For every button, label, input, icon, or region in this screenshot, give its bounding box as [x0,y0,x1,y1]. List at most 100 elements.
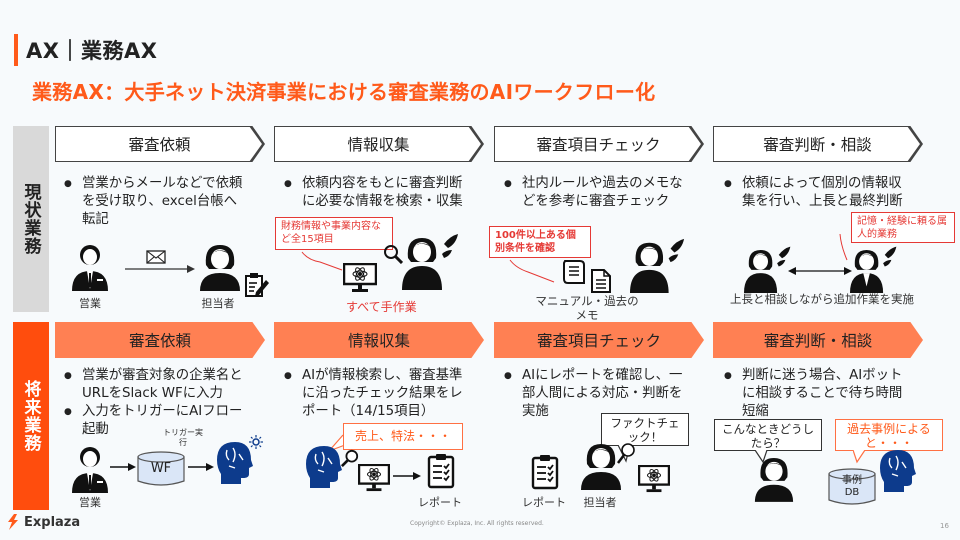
salesperson-icon [70,445,110,493]
label-staff: 担当者 [583,496,617,509]
magnifier-icon [617,442,635,464]
brand-name: Explaza [24,514,81,530]
callout-pointer-line [301,251,343,271]
staff-female-icon [846,245,902,293]
step-title: 審査項目チェック [495,127,701,161]
current-step-3-header: 審査項目チェック [494,126,704,162]
current-step-2-bullets: 依頼内容をもとに審査判断に必要な情報を検索・収集 [280,175,470,211]
step-title: 審査判断・相談 [713,322,923,358]
arrow-right [110,463,136,471]
bullet-item: 社内ルールや過去のメモなどを参考に審査チェック [500,175,690,211]
bullet-item: 営業が審査対象の企業名とURLをSlack WFに入力 [60,367,255,403]
magnifier-icon [341,449,359,467]
brand-logo: Explaza [6,514,80,530]
label-sales: 営業 [79,496,101,509]
row-label-future-text: 将来業務 [20,380,41,452]
gear-spark-icon [249,435,263,449]
callout-tacit-knowledge: 記憶・経験に頼る属人的業務 [851,212,955,243]
label-sales: 営業 [79,297,101,310]
ai-head-icon [213,440,253,484]
stressed-staff-icon [628,237,688,293]
callout-hundred-conditions: 100件以上ある個別条件を確認 [489,226,591,258]
scroll-manual-icon [562,259,586,287]
db-label: 事例DB [842,475,862,498]
future-step-4-bullets: 判断に迷う場合、AIボットに相談することで待ち時間短縮 [720,367,915,421]
bubble-text: 売上、特法・・・ [343,423,463,450]
report-clipboard-icon [427,453,455,489]
current-step-1-header: 審査依頼 [55,126,265,162]
label-consult-supervisor: 上長と相談しながら追加作業を実施 [730,292,914,306]
step-title: 審査項目チェック [494,322,704,358]
label-manual-memo: マニュアル・過去のメモ [535,294,639,322]
bubble-tail [755,450,768,464]
bubble-tail [853,450,866,464]
supervisor-icon [740,245,796,293]
row-label-current: 現状業務 [13,126,49,312]
stressed-staff-icon [400,232,462,290]
ai-speech-bubble: 売上、特法・・・ [329,423,463,452]
computer-monitor-icon [638,465,670,493]
current-step-1-bullets: 営業からメールなどで依頼を受け取り、excel台帳へ転記 [60,175,250,229]
two-way-arrow [788,267,852,275]
step-title: 情報収集 [274,322,484,358]
case-database-icon [828,468,876,506]
callout-fifteen-items: 財務情報や事業内容など全15項目 [275,217,393,250]
step-title: 審査依頼 [56,127,262,161]
current-step-4-header: 審査判断・相談 [713,126,923,162]
future-step-4-header: 審査判断・相談 [713,322,923,358]
manual-work-note: すべて手作業 [346,300,417,314]
bullet-item: 依頼内容をもとに審査判断に必要な情報を検索・収集 [280,175,470,211]
callout-pointer-line [839,233,848,261]
bullet-item: AIにレポートを確認し、一部人間による対応・判断を実施 [500,367,695,421]
email-arrow-icon [125,250,195,274]
computer-monitor-icon [343,263,377,293]
label-report: レポート [418,496,462,509]
arrow-right [393,472,421,480]
staff-female-icon [579,440,623,492]
current-step-4-bullets: 依頼によって個別の情報収集を行い、上長と最終判断 [720,175,910,211]
report-clipboard-icon [531,454,559,490]
row-label-future: 将来業務 [13,322,49,510]
bullet-item: AIが情報検索し、審査基準に沿ったチェック結果をレポート（14/15項目） [280,367,475,421]
slack-workflow-db-icon [137,451,185,487]
user-question-bubble: こんなときどうしたら？ [714,419,822,451]
explaza-logo-icon [8,514,18,530]
arrow-right [188,463,214,471]
trigger-label: トリガー実行 [163,428,203,447]
bullet-item: 依頼によって個別の情報収集を行い、上長と最終判断 [720,175,910,211]
bullet-item: 営業からメールなどで依頼を受け取り、excel台帳へ転記 [60,175,250,229]
bullet-item: 判断に迷う場合、AIボットに相談することで待ち時間短縮 [720,367,915,421]
title-accent-bar [14,34,18,66]
future-step-1-header: 審査依頼 [55,322,265,358]
future-step-1-bullets: 営業が審査対象の企業名とURLをSlack WFに入力 入力をトリガーにAIフロ… [60,367,255,439]
future-step-3-bullets: AIにレポートを確認し、一部人間による対応・判断を実施 [500,367,695,421]
staff-female-icon [753,455,795,503]
page-subtitle: 業務AX：大手ネット決済事業における審査業務のAIワークフロー化 [32,80,656,104]
wf-label: WF [150,461,172,476]
current-step-3-bullets: 社内ルールや過去のメモなどを参考に審査チェック [500,175,690,211]
staff-female-icon [198,243,242,291]
current-step-2-header: 情報収集 [274,126,484,162]
callout-pointer-line [509,259,555,283]
future-step-2-header: 情報収集 [274,322,484,358]
magnifier-icon [383,244,403,264]
ai-head-icon [302,444,342,488]
ai-answer-bubble: 過去事例によると・・・ [835,419,943,451]
future-step-2-bullets: AIが情報検索し、審査基準に沿ったチェック結果をレポート（14/15項目） [280,367,475,421]
bullet-item: 入力をトリガーにAIフロー起動 [60,403,255,439]
clipboard-edit-icon [244,272,270,298]
bubble-tail [329,434,346,452]
page-number: 16 [940,522,949,530]
label-staff: 担当者 [201,297,235,310]
step-title: 審査依頼 [55,322,265,358]
label-report: レポート [522,496,566,509]
row-label-current-text: 現状業務 [20,183,41,255]
copyright: Copyright© Explaza, Inc. All rights rese… [410,520,544,527]
step-title: 審査判断・相談 [714,127,920,161]
fact-check-bubble: ファクトチェック！ [601,413,689,446]
page-title: AX｜業務AX [26,39,158,63]
computer-monitor-icon [358,464,390,492]
ai-head-icon [876,446,916,494]
salesperson-icon [70,243,110,291]
step-title: 情報収集 [275,127,481,161]
